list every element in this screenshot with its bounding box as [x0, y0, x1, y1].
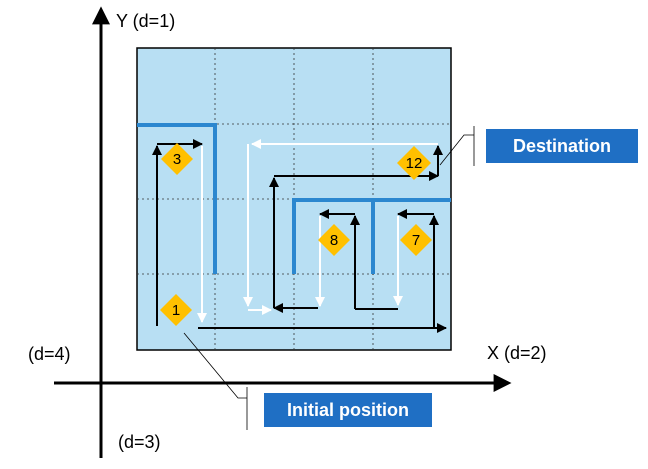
marker-8: 8: [318, 224, 350, 256]
marker-3: 3: [161, 143, 193, 175]
left-direction-label: (d=4): [28, 344, 71, 364]
destination-leader: [439, 134, 474, 166]
svg-text:8: 8: [330, 232, 338, 249]
marker-12: 12: [397, 146, 431, 180]
initial-leader: [183, 332, 247, 399]
svg-text:3: 3: [173, 151, 181, 168]
destination-callout: Destination: [486, 129, 638, 163]
y-axis-label: Y (d=1): [116, 11, 175, 31]
initial-position-callout: Initial position: [264, 393, 432, 427]
svg-text:7: 7: [412, 232, 420, 249]
x-axis-label: X (d=2): [487, 343, 547, 363]
white-path: [197, 139, 438, 323]
svg-text:12: 12: [406, 155, 423, 172]
svg-text:1: 1: [172, 302, 180, 319]
bottom-direction-label: (d=3): [118, 432, 161, 452]
marker-1: 1: [160, 294, 192, 326]
marker-7: 7: [400, 224, 432, 256]
walls: [137, 123, 451, 274]
